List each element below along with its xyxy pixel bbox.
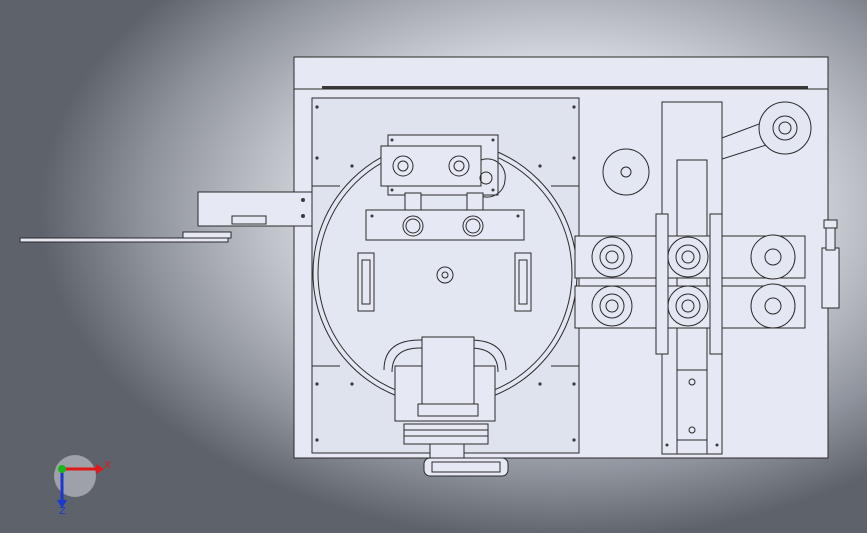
z-axis-label: Z [59,506,66,517]
roller-row-bottom [591,283,796,329]
roller-row-top [591,234,796,280]
gearbox [380,134,506,198]
center-hub [436,266,454,284]
free-roller [602,148,650,196]
orientation-triad [54,455,104,508]
crossbar [365,192,525,241]
side-slots [357,252,532,312]
top-rail [293,56,829,91]
air-cylinder [821,219,840,309]
side-arm [19,191,313,243]
x-axis-label: X [104,460,111,471]
motor-assembly [383,336,509,477]
